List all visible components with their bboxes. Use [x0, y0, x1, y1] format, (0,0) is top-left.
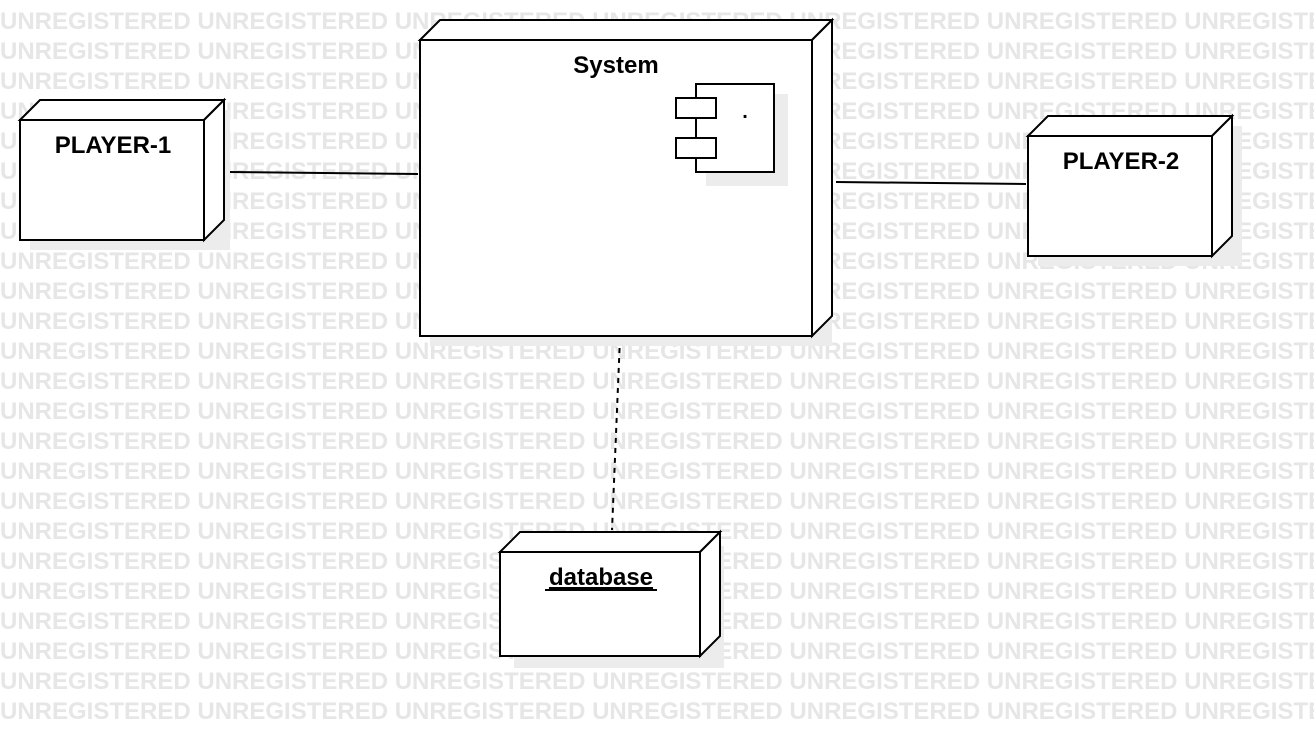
node-player-1[interactable]: PLAYER-1 [17, 97, 230, 250]
node-player-1-label: PLAYER-1 [55, 132, 171, 159]
component-label: . [742, 101, 748, 123]
link-system-player2[interactable] [835, 181, 1027, 185]
component[interactable]: . [675, 83, 788, 186]
dependency-system-database[interactable] [611, 337, 621, 531]
node-player-2-label: PLAYER-2 [1063, 148, 1179, 175]
watermark-row: UNREGISTERED UNREGISTERED UNREGISTERED U… [0, 398, 1314, 425]
watermark-row: UNREGISTERED UNREGISTERED UNREGISTERED U… [0, 368, 1314, 395]
watermark-row: UNREGISTERED UNREGISTERED UNREGISTERED U… [0, 458, 1314, 485]
node-database[interactable]: database [497, 529, 724, 668]
watermark-row: UNREGISTERED UNREGISTERED UNREGISTERED U… [0, 488, 1314, 515]
node-system[interactable]: System . [417, 17, 835, 346]
node-player-2[interactable]: PLAYER-2 [1025, 113, 1242, 266]
node-database-label: database [549, 564, 653, 591]
watermark-row: UNREGISTERED UNREGISTERED UNREGISTERED U… [0, 698, 1314, 725]
watermark-row: UNREGISTERED UNREGISTERED UNREGISTERED U… [0, 668, 1314, 695]
link-player1-system[interactable] [227, 171, 419, 175]
watermark-row: UNREGISTERED UNREGISTERED UNREGISTERED U… [0, 428, 1314, 455]
node-system-label: System [573, 52, 658, 79]
